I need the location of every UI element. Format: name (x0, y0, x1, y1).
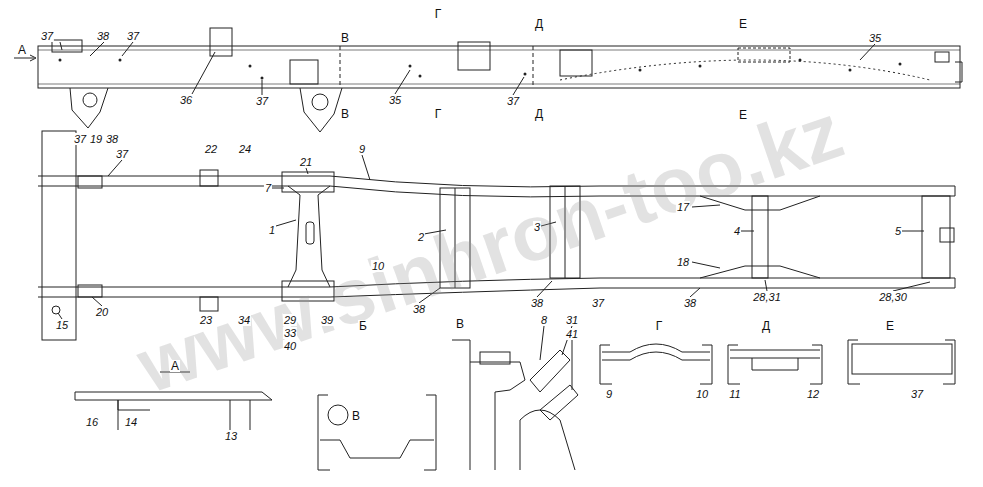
callout-number: 37 (506, 95, 520, 107)
callout-number: 10 (371, 260, 385, 272)
callout-number: 9 (358, 143, 366, 155)
section-letter: Г (434, 8, 443, 20)
section-letter: Д (534, 18, 544, 30)
callout-number: 28,31 (752, 291, 782, 303)
callout-number: 38 (530, 297, 544, 309)
callout-number: 41 (565, 328, 579, 340)
callout-number: 14 (124, 416, 138, 428)
callout-number: 37 (115, 148, 129, 160)
callout-number: 37 (591, 297, 605, 309)
callout-number: 35 (868, 32, 882, 44)
callout-number: 17 (676, 201, 690, 213)
callout-number: 28,30 (878, 291, 908, 303)
callout-number: 40 (283, 340, 297, 352)
section-letter: Е (885, 320, 895, 332)
section-letter: Е (738, 109, 748, 121)
callout-number: 4 (733, 225, 741, 237)
section-letter: Д (761, 320, 771, 332)
callout-number: 8 (540, 314, 548, 326)
callout-number: 35 (388, 94, 402, 106)
section-letter: А (170, 360, 180, 372)
callout-number: 38 (105, 133, 119, 145)
callout-number: 19 (89, 133, 103, 145)
section-letter: В (340, 32, 350, 44)
callout-number: 38 (96, 30, 110, 42)
section-letter: Г (655, 320, 664, 332)
callout-number: 39 (320, 314, 334, 326)
callout-number: 38 (412, 303, 426, 315)
callout-number: 29 (283, 314, 297, 326)
callout-number: 15 (55, 319, 69, 331)
callout-number: 11 (728, 388, 741, 400)
section-letter: В (351, 410, 361, 422)
callout-number: 23 (199, 314, 213, 326)
callout-number: 13 (224, 430, 238, 442)
callout-number: 34 (237, 314, 251, 326)
callout-number: 33 (283, 327, 297, 339)
section-letter: В (455, 318, 465, 330)
callout-number: 2 (417, 231, 425, 243)
callout-number: 9 (605, 388, 613, 400)
section-letter: А (17, 44, 27, 56)
callout-number: 3 (533, 221, 541, 233)
section-letter: В (340, 108, 350, 120)
callout-number: 20 (95, 306, 109, 318)
section-letter: Б (358, 320, 368, 332)
callout-number: 37 (255, 95, 269, 107)
callout-number: 37 (40, 30, 54, 42)
callout-number: 38 (683, 297, 697, 309)
callout-number: 36 (179, 94, 193, 106)
callout-number: 5 (894, 225, 902, 237)
callout-number: 37 (126, 30, 140, 42)
callout-number: 18 (676, 256, 690, 268)
callout-number: 24 (238, 143, 252, 155)
callout-number: 21 (299, 156, 313, 168)
callout-number: 10 (695, 388, 709, 400)
callout-number: 37 (910, 388, 924, 400)
section-letter: Д (534, 108, 544, 120)
section-letter: Г (434, 108, 443, 120)
section-letter: Е (738, 18, 748, 30)
callout-number: 22 (204, 143, 218, 155)
callout-number: 1 (268, 224, 276, 236)
callout-number: 7 (264, 182, 272, 194)
callout-number: 31 (565, 314, 579, 326)
callout-number: 37 (73, 133, 87, 145)
callout-number: 16 (85, 416, 99, 428)
callout-number: 12 (806, 388, 820, 400)
